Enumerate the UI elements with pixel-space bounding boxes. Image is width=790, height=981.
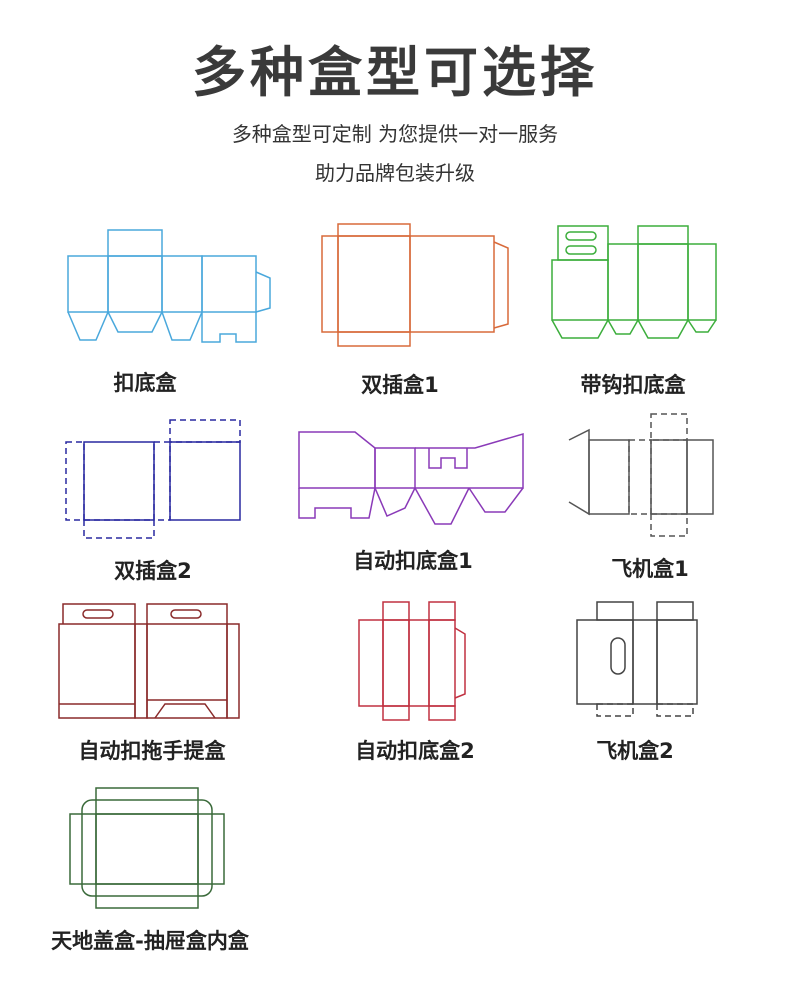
- box-diagram-6: [58, 603, 240, 719]
- box-diagram-0: [67, 229, 271, 343]
- box-label-3: 飞机盒1: [611, 557, 689, 581]
- box-diagram-4: [298, 431, 524, 525]
- box-label-0: 扣底盒: [113, 371, 177, 395]
- box-diagram-2: [551, 225, 717, 339]
- box-diagram-3: [65, 419, 241, 539]
- box-label-1: 双插盒1: [361, 373, 439, 397]
- page-title: 多种盒型可选择: [192, 41, 598, 104]
- subtitle-line-1: 多种盒型可定制 为您提供一对一服务: [231, 122, 559, 146]
- box-diagram-8: [576, 601, 698, 717]
- box-label-9: 天地盖盒-抽屉盒内盒: [51, 929, 249, 953]
- box-label-7: 自动扣拖手提盒: [78, 739, 226, 763]
- box-label-4: 双插盒2: [114, 559, 192, 583]
- subtitle-line-2: 助力品牌包装升级: [315, 161, 475, 185]
- box-label-6: 飞机盒2: [596, 739, 674, 763]
- box-diagram-5: [568, 413, 714, 537]
- box-diagram-7: [358, 601, 466, 721]
- box-label-2: 带钩扣底盒: [580, 373, 686, 397]
- box-label-8: 自动扣底盒2: [355, 739, 475, 763]
- box-label-5: 自动扣底盒1: [353, 549, 473, 573]
- box-diagram-9: [69, 787, 225, 909]
- box-diagram-1: [321, 223, 509, 347]
